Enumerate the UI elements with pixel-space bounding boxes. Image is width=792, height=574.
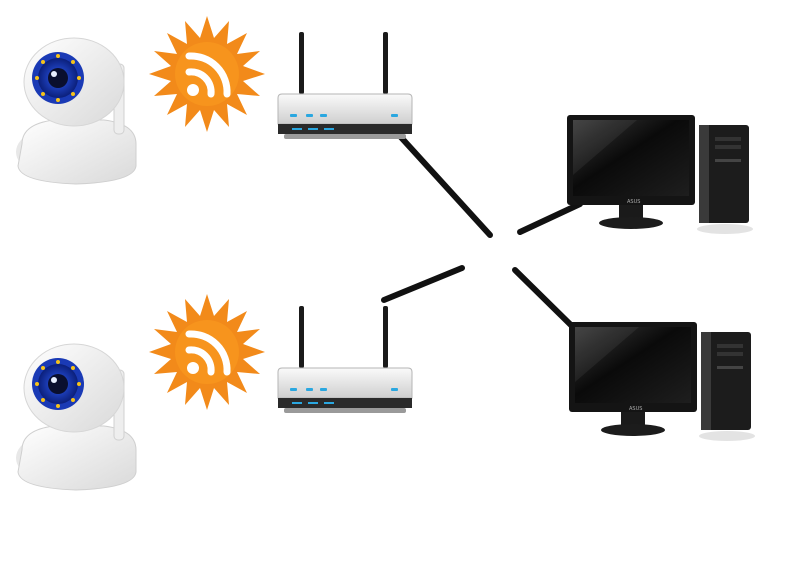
monitor-brand-label-1: ASUS bbox=[627, 199, 640, 205]
monitor-brand-label-2: ASUS bbox=[629, 406, 642, 412]
cable-router2-to-computer1 bbox=[381, 201, 583, 303]
desktop-computer-icon-2: ASUS bbox=[569, 322, 755, 441]
wifi-signal-icon-2 bbox=[149, 294, 265, 410]
router-icon-1 bbox=[277, 31, 413, 140]
ip-camera-1 bbox=[15, 37, 137, 185]
desktop-computer-icon-1: ASUS bbox=[567, 115, 753, 234]
cable-router1-to-computer2 bbox=[395, 131, 581, 335]
router-icon-2 bbox=[277, 305, 413, 414]
ip-camera-2 bbox=[15, 343, 137, 491]
wifi-signal-icon-1 bbox=[149, 16, 265, 132]
